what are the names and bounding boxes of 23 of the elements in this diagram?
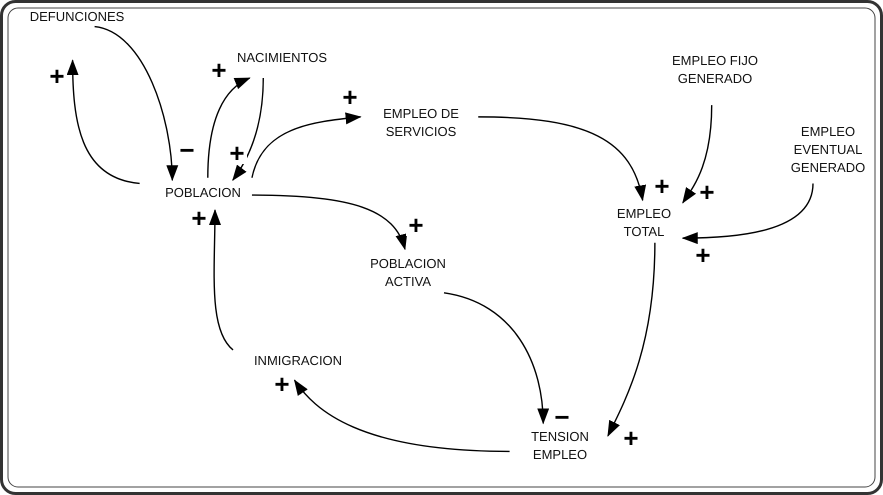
arrow — [682, 105, 712, 204]
arrow — [208, 208, 234, 350]
variable-label: DEFUNCIONES — [22, 9, 132, 25]
arrow — [444, 292, 549, 424]
variable-label: EMPLEO EVENTUAL GENERADO — [778, 123, 878, 177]
arrow — [607, 242, 656, 437]
arrow — [478, 116, 646, 202]
variable-label: POBLACION ACTIVA — [358, 255, 458, 291]
arrow — [232, 78, 264, 182]
arrow — [207, 77, 251, 178]
arrow — [294, 379, 510, 452]
variable-label: EMPLEO FIJO GENERADO — [660, 43, 770, 97]
variable-label: TENSION EMPLEO — [518, 428, 602, 464]
variable-label: EMPLEO TOTAL — [610, 205, 678, 241]
arrow — [94, 26, 178, 182]
variable-label: INMIGRACION — [240, 353, 356, 369]
variable-label: POBLACION — [155, 185, 251, 201]
arrow — [682, 183, 814, 244]
arrow — [252, 194, 406, 250]
arrow — [251, 112, 362, 178]
arrow — [66, 59, 140, 184]
variable-label: NACIMIENTOS — [230, 50, 334, 66]
variable-label: EMPLEO DE SERVICIOS — [368, 105, 474, 141]
